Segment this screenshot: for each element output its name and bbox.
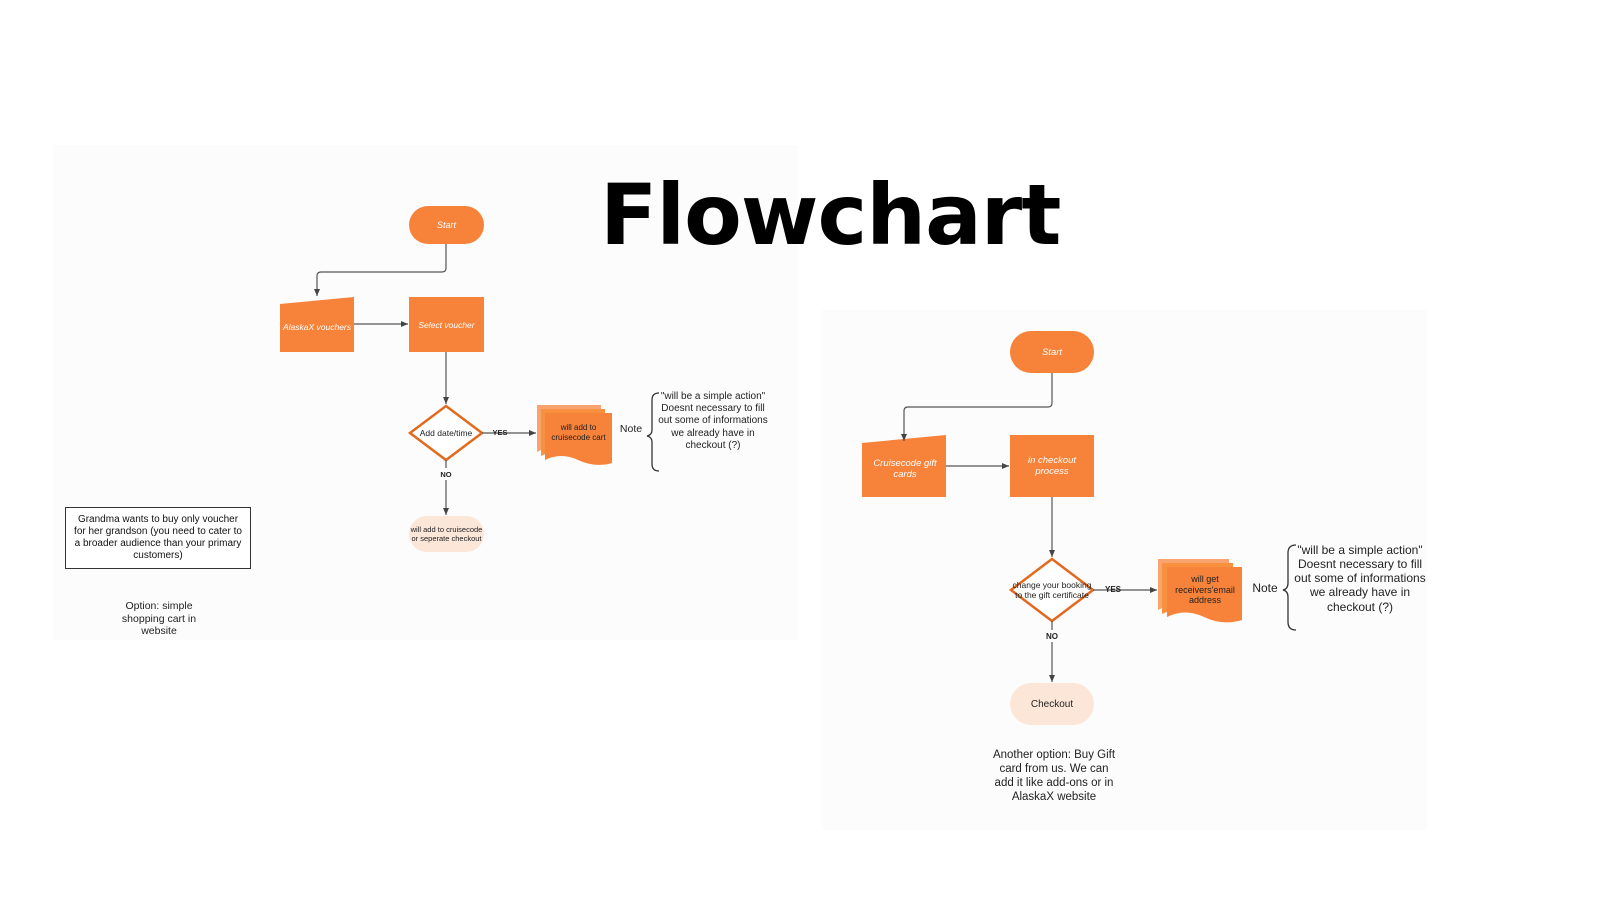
flow1-document-shape — [537, 405, 612, 465]
flow1-terminal-label: will add to cruisecode or seperate check… — [410, 524, 483, 543]
flow1-yes-label: YES — [492, 427, 508, 437]
flow2-process-shape — [1010, 435, 1094, 497]
flow1-decision-label: Add date/time — [419, 428, 473, 438]
flow2-note-label: Note — [1252, 581, 1278, 595]
flow2-start-shape — [1010, 331, 1094, 373]
flow2-decision-label: change your booking to the gift certific… — [1012, 579, 1092, 600]
flow1-note-text: "will be a simple action" Doesnt necessa… — [658, 391, 768, 451]
flow2-connector-start-input — [901, 373, 1053, 441]
flow2-no-label: NO — [1041, 630, 1063, 642]
flow2-document-shape — [1158, 559, 1242, 623]
flow2-process-label: in checkout process — [1027, 454, 1077, 477]
flow2-option-text: Another option: Buy Gift card from us. W… — [992, 749, 1116, 804]
flow1-document-label: will add to cruisecode cart — [551, 423, 606, 442]
flow1-note-brace — [646, 392, 660, 472]
flow1-note-label: Note — [619, 423, 643, 435]
flow2-input-label: Cruisecode gift cards — [873, 457, 937, 480]
flow1-no-label: NO — [436, 468, 456, 480]
flow1-process-shape — [409, 297, 484, 352]
flowchart-panel-right — [822, 310, 1427, 830]
flow2-start-label: Start — [1041, 346, 1063, 358]
flow1-connector-start-input — [314, 244, 447, 296]
scenario-box: Grandma wants to buy only voucher for he… — [65, 507, 251, 569]
flow1-input-shape — [280, 297, 354, 352]
flow1-start-label: Start — [436, 220, 456, 230]
flow1-option-text: Option: simple shopping cart in website — [121, 600, 197, 638]
flow2-note-brace — [1282, 544, 1297, 631]
flow2-input-shape — [862, 435, 946, 497]
flow1-start-shape — [409, 206, 484, 244]
flow1-terminal-shape — [409, 516, 484, 552]
flow1-process-label: Select voucher — [418, 319, 475, 330]
flow2-document-label: will get receivers'email address — [1175, 573, 1235, 606]
flow2-terminal-shape — [1010, 683, 1094, 725]
flow2-yes-label: YES — [1104, 584, 1121, 594]
flow1-input-label: AlaskaX vouchers — [282, 322, 352, 332]
page-title: Flowchart — [600, 166, 1061, 264]
flow2-terminal-label: Checkout — [1030, 698, 1074, 710]
flow2-note-text: "will be a simple action" Doesnt necessa… — [1294, 543, 1426, 614]
